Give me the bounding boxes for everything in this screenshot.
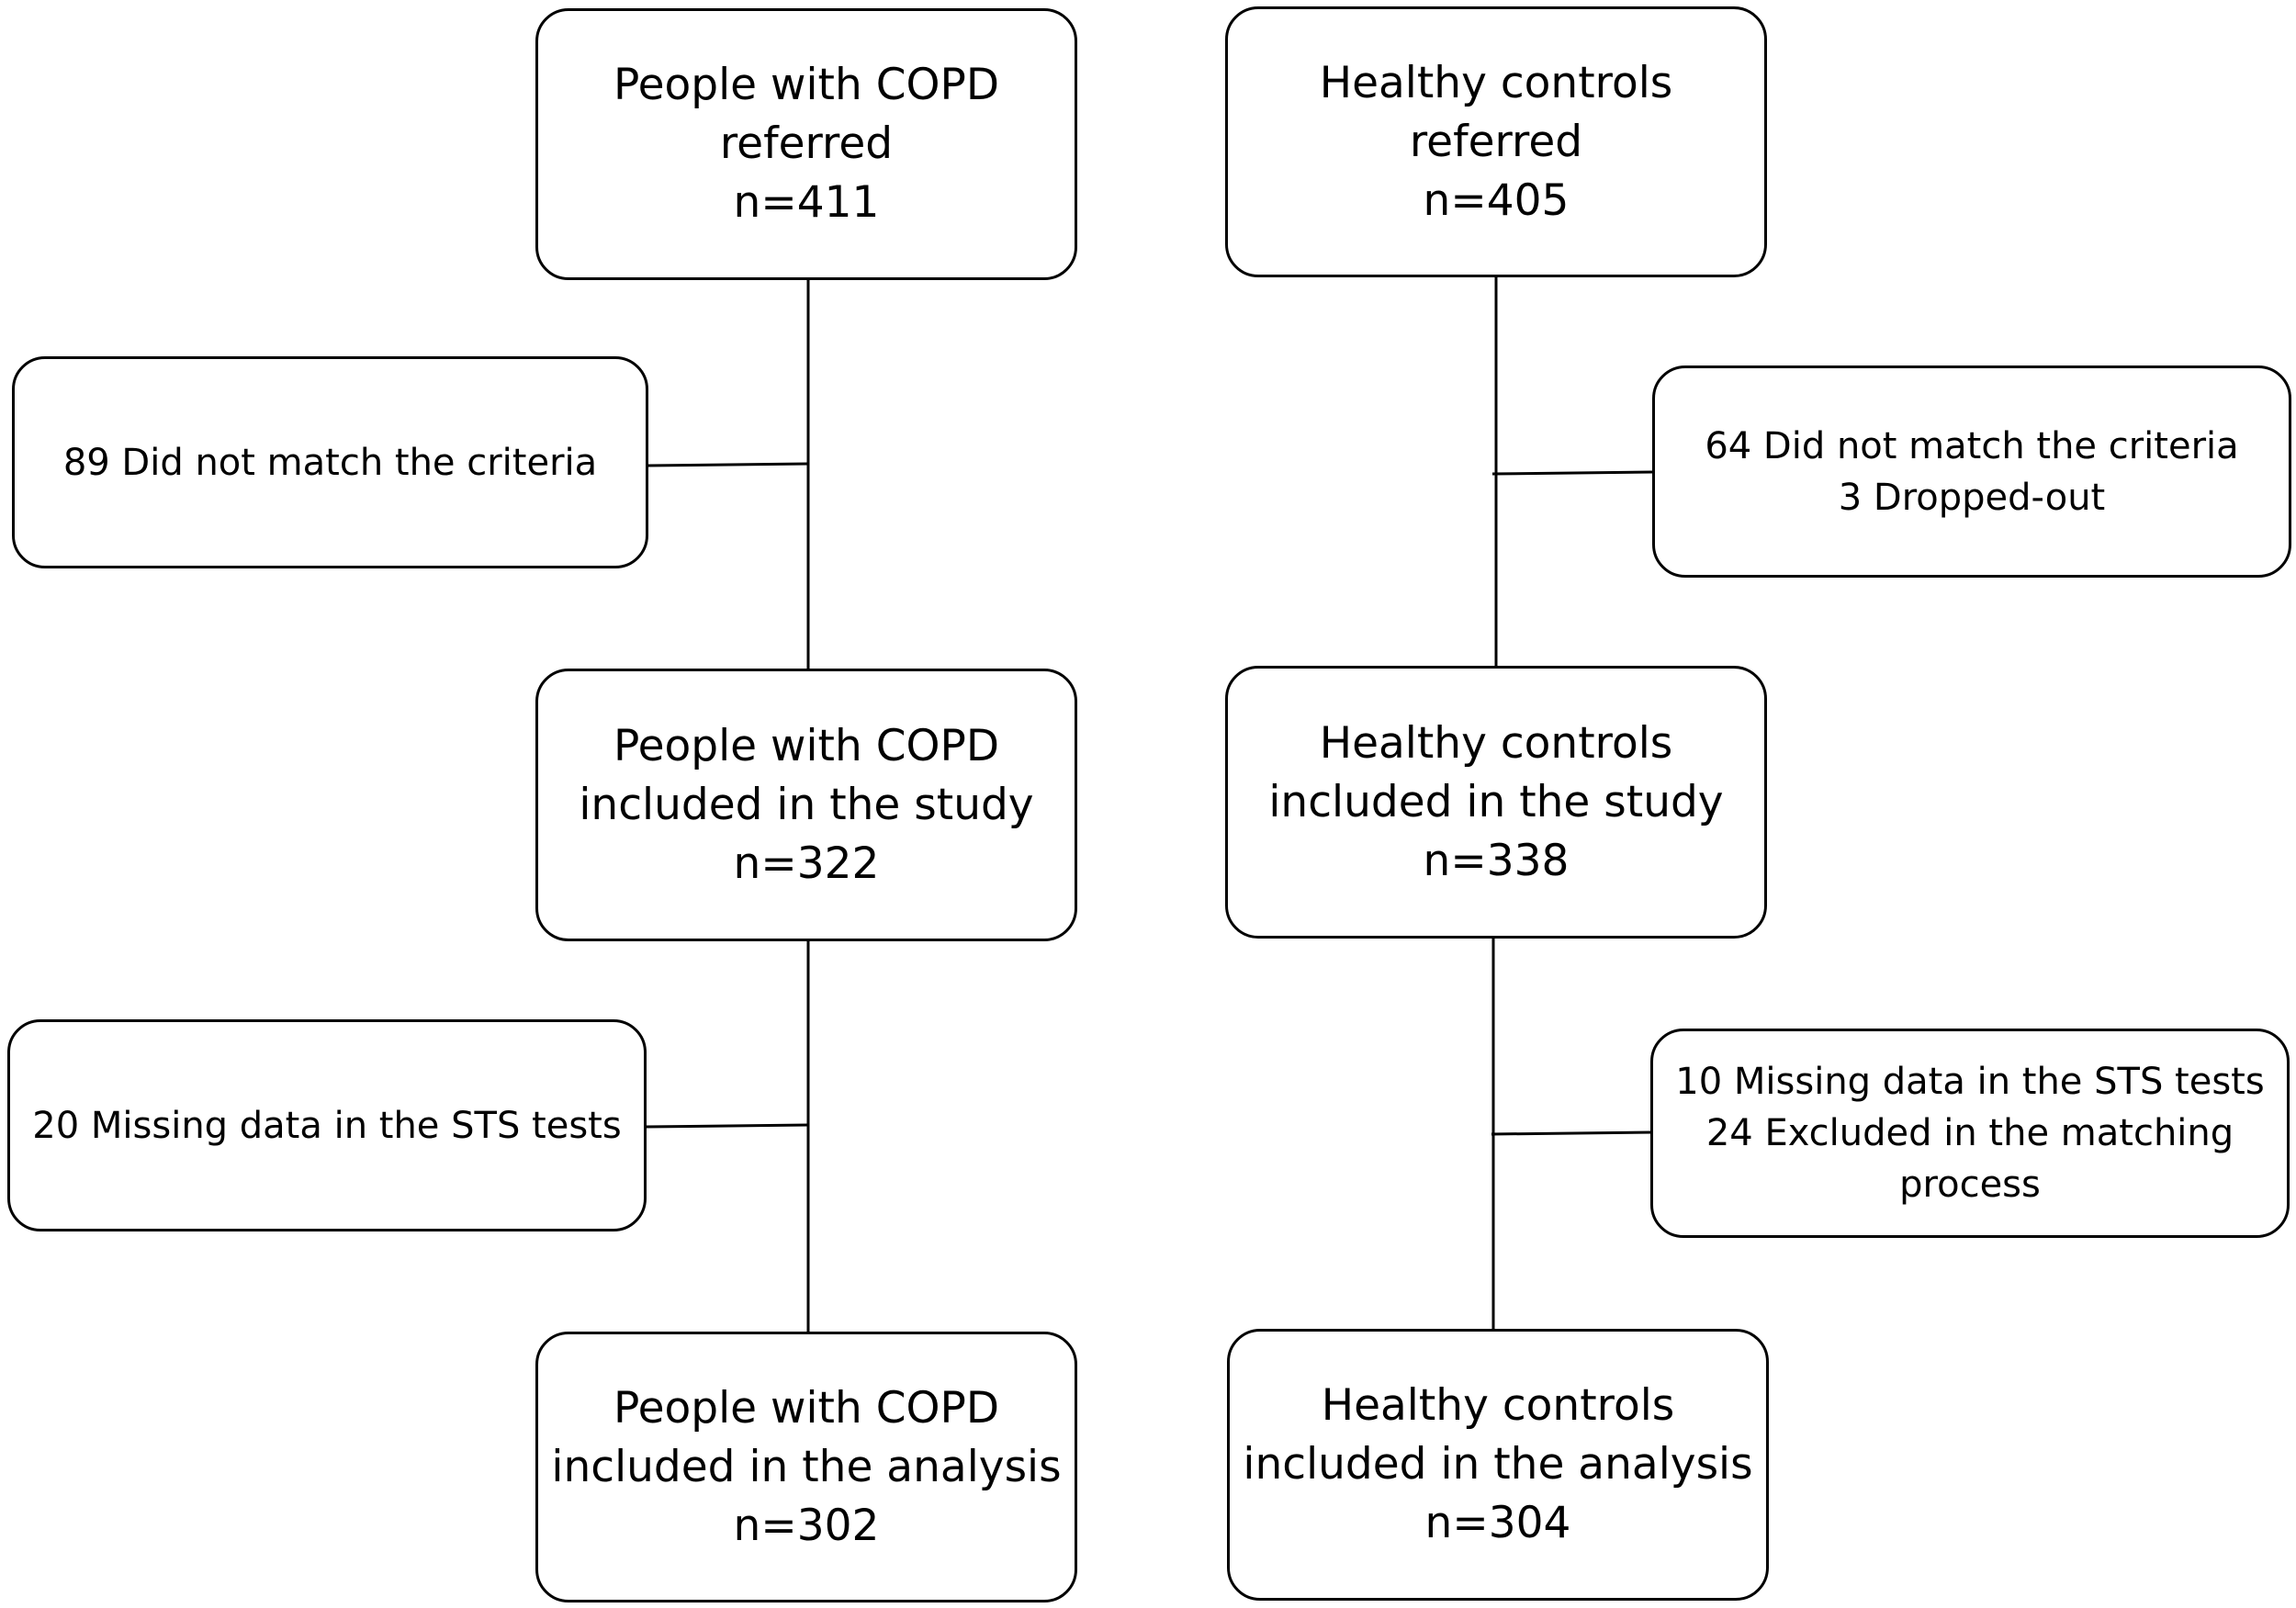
copd-included-study-count: n=322: [733, 838, 880, 889]
copd-missing-data-text: 20 Missing data in the STS tests: [32, 1104, 622, 1147]
controls-referred-title: Healthy controls: [1319, 57, 1673, 108]
controls-exclusion-text-2: 3 Dropped-out: [1838, 476, 2106, 519]
copd-exclusion-box: 89 Did not match the criteria: [12, 356, 648, 568]
controls-included-analysis-subtitle: included in the analysis: [1243, 1439, 1753, 1490]
controls-referred-subtitle: referred: [1409, 116, 1583, 167]
copd-exclusion-text: 89 Did not match the criteria: [62, 441, 598, 484]
copd-included-study-subtitle: included in the study: [579, 779, 1034, 830]
copd-included-analysis-title: People with COPD: [613, 1382, 1000, 1434]
right-connector-exclusion-branch: [1491, 470, 1654, 476]
copd-included-study-box: People with COPD included in the study n…: [535, 669, 1077, 941]
copd-referred-count: n=411: [733, 177, 880, 228]
copd-referred-box: People with COPD referred n=411: [535, 8, 1077, 280]
controls-missing-data-box: 10 Missing data in the STS tests 24 Excl…: [1650, 1029, 2290, 1238]
left-connector-missing-branch: [645, 1123, 809, 1129]
controls-missing-data-text-3: process: [1899, 1164, 2041, 1206]
copd-included-analysis-subtitle: included in the analysis: [551, 1441, 1062, 1492]
controls-missing-data-text-2: 24 Excluded in the matching: [1705, 1112, 2234, 1154]
copd-included-analysis-box: People with COPD included in the analysi…: [535, 1332, 1077, 1602]
copd-included-study-title: People with COPD: [613, 720, 1000, 771]
controls-missing-data-text-1: 10 Missing data in the STS tests: [1675, 1061, 2265, 1103]
controls-exclusion-box: 64 Did not match the criteria 3 Dropped-…: [1652, 365, 2291, 578]
controls-included-analysis-title: Healthy controls: [1321, 1380, 1675, 1431]
controls-included-study-title: Healthy controls: [1319, 717, 1673, 769]
right-connector-missing-branch: [1491, 1130, 1654, 1136]
controls-included-study-subtitle: included in the study: [1268, 776, 1724, 827]
controls-included-study-box: Healthy controls included in the study n…: [1225, 666, 1767, 939]
copd-referred-subtitle: referred: [719, 118, 894, 169]
copd-included-analysis-count: n=302: [733, 1500, 880, 1551]
copd-referred-title: People with COPD: [613, 60, 1000, 110]
controls-included-analysis-count: n=304: [1424, 1498, 1571, 1548]
controls-exclusion-text-1: 64 Did not match the criteria: [1705, 424, 2239, 467]
controls-included-study-count: n=338: [1423, 835, 1570, 886]
left-connector-exclusion-branch: [647, 462, 809, 467]
controls-included-analysis-box: Healthy controls included in the analysi…: [1227, 1329, 1769, 1601]
controls-referred-box: Healthy controls referred n=405: [1225, 6, 1767, 277]
controls-referred-count: n=405: [1423, 174, 1570, 226]
copd-missing-data-box: 20 Missing data in the STS tests: [7, 1019, 647, 1231]
